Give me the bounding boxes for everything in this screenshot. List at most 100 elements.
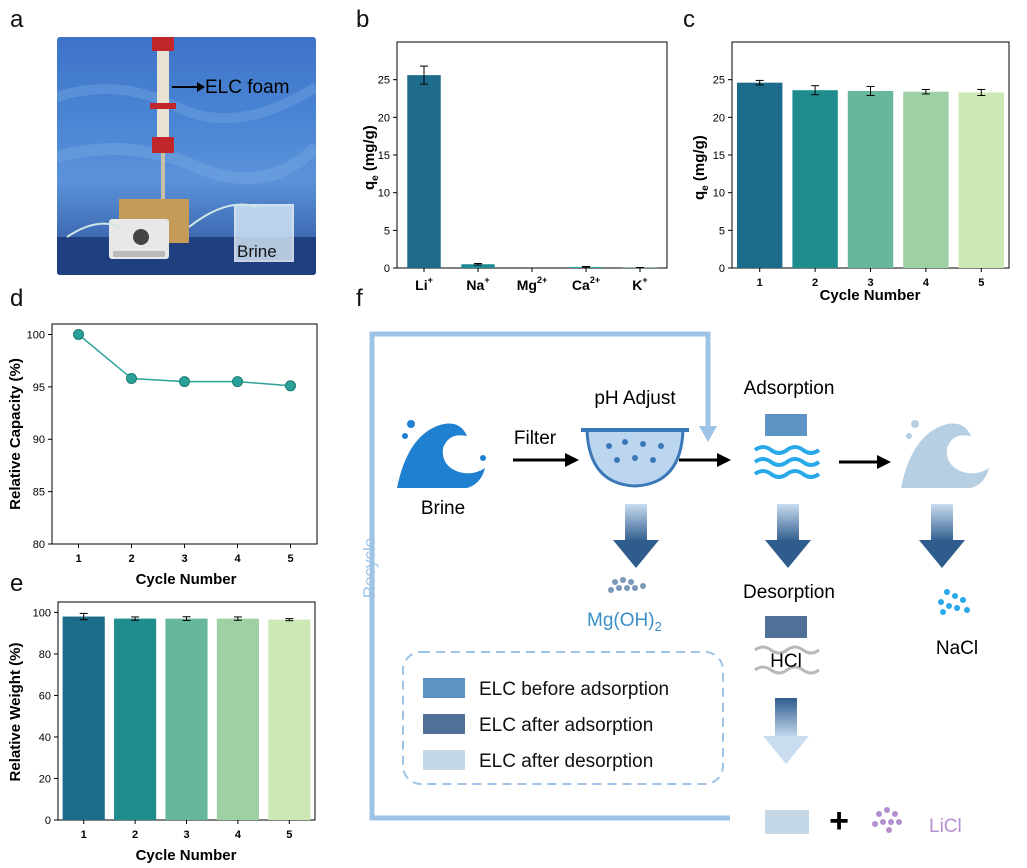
d-data-point bbox=[179, 376, 190, 388]
setup-photo: ELC foam Brine bbox=[57, 37, 316, 275]
c-xtick-label: 5 bbox=[978, 277, 984, 289]
chart-c-ylabel: qe (mg/g) bbox=[691, 135, 711, 200]
brine-photo-label: Brine bbox=[237, 242, 277, 261]
e-ytick-label: 0 bbox=[45, 815, 51, 827]
down-arrow-nacl bbox=[919, 504, 965, 568]
b-ytick-label: 0 bbox=[384, 263, 390, 275]
panel-letter-d: d bbox=[10, 285, 24, 312]
d-data-point bbox=[232, 376, 243, 388]
legend-swatch bbox=[423, 714, 465, 734]
chart-b-ylabel: qe (mg/g) bbox=[361, 125, 381, 190]
b-ytick-label: 5 bbox=[384, 225, 390, 237]
e-ytick-label: 80 bbox=[39, 649, 51, 661]
c-xtick-label: 4 bbox=[923, 277, 930, 289]
e-xtick-label: 5 bbox=[286, 829, 292, 841]
nacl-particles-icon bbox=[938, 589, 970, 615]
c-bar bbox=[792, 90, 838, 268]
e-ytick-label: 20 bbox=[39, 773, 51, 785]
outflow-arrow bbox=[839, 455, 891, 469]
e-bar bbox=[62, 616, 105, 820]
legend-label: ELC before adsorption bbox=[479, 679, 669, 700]
legend-label: ELC after desorption bbox=[479, 751, 653, 772]
d-data-point bbox=[285, 380, 296, 392]
recycle-arrowhead bbox=[699, 426, 717, 442]
b-ytick-label: 10 bbox=[378, 188, 390, 200]
recycle-loop: Recycle bbox=[360, 331, 730, 821]
elc-before-block bbox=[765, 414, 807, 436]
chart-d-xlabel: Cycle Number bbox=[136, 571, 237, 588]
chart-e-xlabel: Cycle Number bbox=[136, 847, 237, 864]
d-ytick-label: 80 bbox=[33, 539, 45, 551]
b-bar bbox=[407, 75, 441, 268]
chart-d-frame bbox=[51, 323, 318, 545]
recycle-line bbox=[369, 331, 730, 821]
c-bar bbox=[958, 92, 1005, 268]
desorption-label: Desorption bbox=[743, 582, 835, 603]
column-cap-top bbox=[152, 37, 174, 51]
down-arrow-licl bbox=[763, 698, 809, 764]
c-xtick-label: 1 bbox=[757, 277, 763, 289]
c-ytick-label: 10 bbox=[713, 188, 725, 200]
mgoh2-particles-icon bbox=[608, 577, 646, 593]
e-ytick-label: 100 bbox=[33, 607, 51, 619]
d-ytick-label: 90 bbox=[33, 434, 45, 446]
elc-foam-label: ELC foam bbox=[205, 77, 289, 98]
legend-label: ELC after adsorption bbox=[479, 715, 653, 736]
e-bar bbox=[216, 618, 259, 820]
brine-wave-icon bbox=[397, 420, 486, 488]
b-xtick-label: Na+ bbox=[466, 275, 489, 293]
adsorption-label: Adsorption bbox=[744, 378, 835, 399]
d-xtick-label: 3 bbox=[181, 553, 187, 565]
e-ytick-label: 60 bbox=[39, 690, 51, 702]
c-bar bbox=[903, 91, 949, 268]
plus-sign: + bbox=[829, 802, 849, 840]
e-xtick-label: 2 bbox=[132, 829, 138, 841]
d-data-point bbox=[73, 328, 84, 340]
e-ytick-label: 40 bbox=[39, 732, 51, 744]
hcl-wave-icon bbox=[754, 645, 820, 675]
adsorption-arrow bbox=[679, 453, 731, 467]
down-arrow-desorption bbox=[765, 504, 811, 568]
chart-d-ylabel: Relative Capacity (%) bbox=[7, 358, 24, 510]
b-bar bbox=[461, 264, 495, 268]
b-xtick-label: Li+ bbox=[415, 275, 433, 293]
d-data-point bbox=[126, 372, 137, 384]
b-ytick-label: 15 bbox=[378, 150, 390, 162]
licl-particles-icon bbox=[872, 807, 902, 833]
setup-photo-illustration: ELC foam Brine bbox=[57, 37, 316, 275]
e-xtick-label: 3 bbox=[183, 829, 189, 841]
b-xtick-label: K+ bbox=[632, 275, 647, 293]
legend-swatch bbox=[423, 678, 465, 698]
d-ytick-label: 85 bbox=[33, 487, 45, 499]
down-arrow-mg bbox=[613, 504, 659, 568]
e-bar bbox=[165, 618, 208, 820]
filter-arrow bbox=[513, 453, 579, 467]
b-xtick-label: Ca2+ bbox=[572, 275, 600, 293]
water-lines-icon bbox=[753, 445, 821, 479]
mgoh2-label: Mg(OH)2 bbox=[587, 610, 662, 634]
e-bar bbox=[114, 618, 157, 820]
e-bar bbox=[268, 619, 311, 820]
c-bar bbox=[847, 90, 894, 268]
nacl-label: NaCl bbox=[936, 638, 978, 659]
d-xtick-label: 1 bbox=[75, 553, 81, 565]
c-ytick-label: 0 bbox=[719, 263, 725, 275]
d-ytick-label: 95 bbox=[33, 382, 45, 394]
b-xtick-label: Mg2+ bbox=[517, 275, 547, 293]
panel-letter-a: a bbox=[10, 6, 24, 33]
panel-letter-f: f bbox=[356, 285, 363, 312]
ph-adjust-bowl-icon bbox=[581, 428, 689, 488]
legend-swatch bbox=[423, 750, 465, 770]
c-ytick-label: 25 bbox=[713, 75, 725, 87]
elc-desorbed-block bbox=[765, 810, 809, 834]
treated-brine-wave-icon bbox=[901, 420, 989, 488]
filter-label: Filter bbox=[514, 428, 557, 449]
d-xtick-label: 5 bbox=[287, 553, 293, 565]
brine-beaker bbox=[234, 204, 294, 262]
d-xtick-label: 4 bbox=[234, 553, 241, 565]
chart-e-ylabel: Relative Weight (%) bbox=[7, 643, 24, 782]
